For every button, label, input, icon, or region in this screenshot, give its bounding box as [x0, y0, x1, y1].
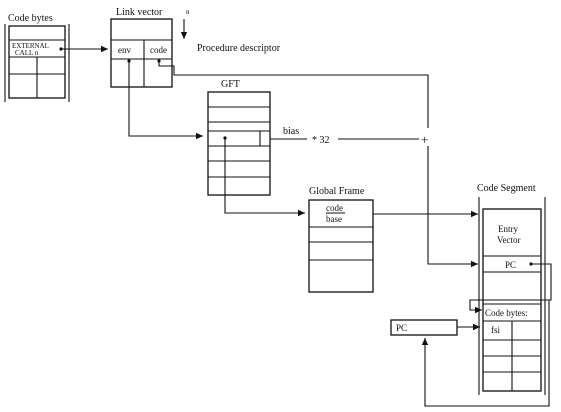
code-segment-title: Code Segment: [477, 183, 536, 194]
code-segment-block: Code Segment Entry Vector PC Code bytes:…: [477, 183, 546, 395]
multiply-label: * 32: [312, 135, 330, 146]
arrow-to-segment-pc: [427, 146, 478, 268]
gft-title: GFT: [221, 79, 240, 90]
gft-block: GFT: [207, 79, 271, 196]
link-vector-block: Link vector env code: [110, 7, 173, 88]
arrow-feedback-to-pc-register: [421, 300, 550, 407]
entry-vector-label-2: Vector: [497, 235, 521, 245]
external-call-n-label: CALL n: [15, 49, 39, 57]
link-entry-code: code: [150, 45, 167, 55]
segment-pc-label: PC: [505, 260, 516, 270]
link-vector-box: [110, 18, 173, 88]
link-entry-env: env: [118, 45, 131, 55]
code-bytes-title: Code bytes: [8, 13, 53, 24]
entry-vector-label: Entry: [498, 224, 518, 234]
global-frame-block: Global Frame code base: [308, 186, 374, 293]
segment-code-bytes-label: Code bytes:: [485, 308, 528, 318]
code-offset-line: [158, 61, 429, 128]
global-frame-box: [308, 199, 374, 293]
arrow-env-to-gft: [128, 61, 203, 140]
global-frame-code: code: [326, 203, 343, 213]
pc-register-block: PC: [390, 319, 458, 336]
procedure-descriptor-label: Procedure descriptor: [197, 43, 281, 54]
adder-plus: +: [421, 132, 428, 147]
arrow-gft-to-global-frame: [224, 138, 305, 217]
link-vector-n-index: n: [186, 8, 190, 16]
code-bytes-block: Code bytes EXTERNAL CALL n: [4, 13, 70, 102]
pc-register-label: PC: [396, 323, 407, 333]
global-frame-title: Global Frame: [309, 186, 365, 197]
bias-label: bias: [283, 126, 299, 137]
link-vector-title: Link vector: [116, 7, 163, 18]
global-frame-base: base: [326, 214, 342, 224]
external-call-label: EXTERNAL: [12, 42, 49, 50]
arrow-pc-to-code-bytes: [469, 263, 552, 314]
segment-fsi-label: fsi: [491, 325, 500, 335]
